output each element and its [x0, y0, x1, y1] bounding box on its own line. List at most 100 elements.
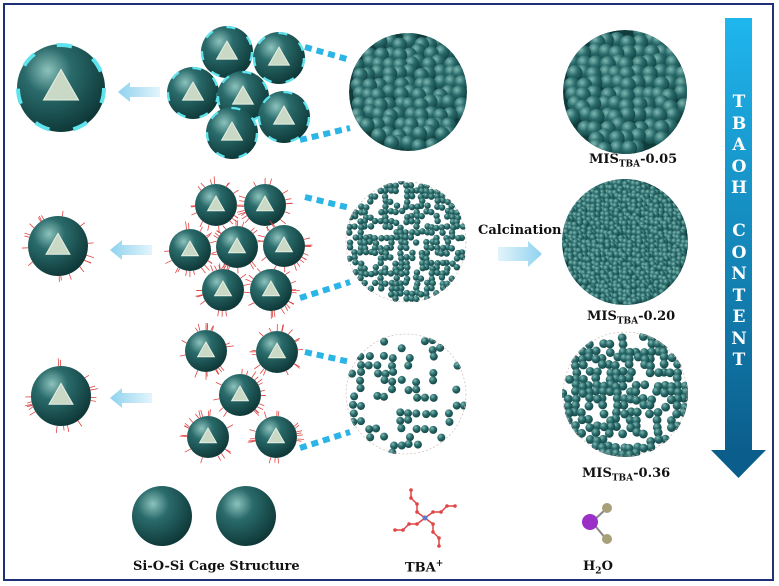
packed-sphere-row3 [345, 333, 467, 455]
primary-particle [404, 440, 413, 449]
primary-particle [638, 393, 648, 403]
tba-strand [273, 265, 277, 270]
tba-strand [165, 260, 172, 264]
zoom-connector-row1 [299, 44, 351, 143]
primary-particle [367, 285, 375, 292]
primary-particle [388, 385, 397, 394]
primary-particle [428, 193, 435, 200]
tba-strand [280, 219, 287, 225]
tba-atom [393, 528, 397, 532]
tba-strand [221, 452, 226, 459]
primary-particle [448, 208, 456, 216]
primary-particle [659, 352, 669, 362]
primary-particle [665, 368, 675, 378]
calcined-sphere-row1 [563, 30, 687, 154]
cage-edge [252, 31, 306, 85]
primary-particle [423, 290, 430, 298]
legend-water-label: H2O [583, 559, 613, 577]
primary-particle [571, 421, 580, 430]
tba-strand [79, 266, 85, 273]
tba-strand [250, 440, 256, 443]
primary-particle [362, 248, 370, 256]
tba-strand [67, 425, 70, 432]
primary-particle [387, 254, 394, 261]
primary-particle [352, 234, 359, 241]
primary-particle [639, 443, 649, 453]
primary-particle [407, 182, 415, 189]
legend-cage-sphere-2 [216, 486, 276, 546]
tba-strand [194, 370, 199, 378]
arrow-to-cage-row3 [110, 388, 152, 408]
primary-particle [357, 234, 364, 241]
primary-particle [439, 284, 447, 292]
primary-particle [449, 260, 456, 267]
tba-strand [37, 217, 42, 222]
tba-strand [189, 418, 194, 423]
primary-particle [371, 279, 379, 287]
primary-particle [377, 275, 384, 282]
primary-particle [434, 244, 441, 251]
tba-strand [281, 324, 284, 332]
tba-strand [301, 256, 307, 260]
primary-particle [445, 417, 454, 426]
tba-strand [280, 308, 285, 315]
primary-particle [420, 425, 429, 434]
primary-particle [397, 375, 406, 384]
primary-particle [382, 203, 389, 210]
primary-particle [358, 203, 365, 210]
tba-strand [243, 283, 251, 286]
primary-particle [402, 203, 410, 210]
primary-particle [403, 269, 410, 276]
arrow-to-cage-row1 [118, 82, 160, 102]
triangle-window [266, 427, 286, 444]
calcined-sphere-row2 [562, 179, 688, 305]
primary-particle [387, 361, 396, 370]
primary-particle [356, 401, 365, 410]
primary-particle [374, 369, 383, 378]
primary-particle [398, 181, 405, 185]
primary-particle [667, 416, 676, 425]
primary-particle [377, 255, 385, 262]
legend-tba-molecule [393, 488, 457, 548]
primary-particle [357, 218, 364, 225]
primary-particle [377, 259, 385, 267]
primary-particle [633, 352, 643, 362]
primary-particle [672, 409, 682, 419]
primary-particle [613, 401, 622, 410]
primary-particle [459, 401, 467, 410]
primary-particle [404, 415, 413, 424]
primary-particle [448, 245, 455, 252]
primary-particle [617, 333, 627, 343]
triangle-window [255, 195, 275, 212]
content-letter: T [732, 92, 746, 112]
primary-particle [396, 416, 405, 425]
tba-strand [218, 265, 221, 270]
primary-particle [429, 393, 438, 402]
primary-particle [451, 85, 467, 101]
tba-strand [291, 291, 297, 294]
tba-strand [258, 403, 265, 407]
tba-strand [90, 400, 96, 402]
primary-particle [429, 279, 436, 287]
primary-particle [371, 244, 379, 251]
primary-particle [414, 218, 421, 225]
tba-strand [195, 294, 203, 297]
primary-particle [397, 441, 406, 450]
primary-particle [652, 274, 660, 282]
primary-particle [372, 264, 380, 271]
tba-strand [215, 369, 219, 375]
primary-particle [398, 270, 405, 277]
tba-strand [214, 232, 220, 237]
primary-particle [585, 393, 594, 403]
triangle-window [230, 385, 250, 402]
primary-particle [676, 98, 687, 115]
primary-particle [396, 408, 405, 417]
packed-sphere-row2 [345, 181, 467, 303]
primary-particle [662, 278, 671, 287]
tba-strand [255, 409, 260, 414]
primary-particle [564, 408, 574, 418]
triangle-window [45, 232, 71, 255]
primary-particle [392, 208, 399, 216]
primary-particle [632, 407, 642, 417]
tba-strand [24, 235, 30, 238]
